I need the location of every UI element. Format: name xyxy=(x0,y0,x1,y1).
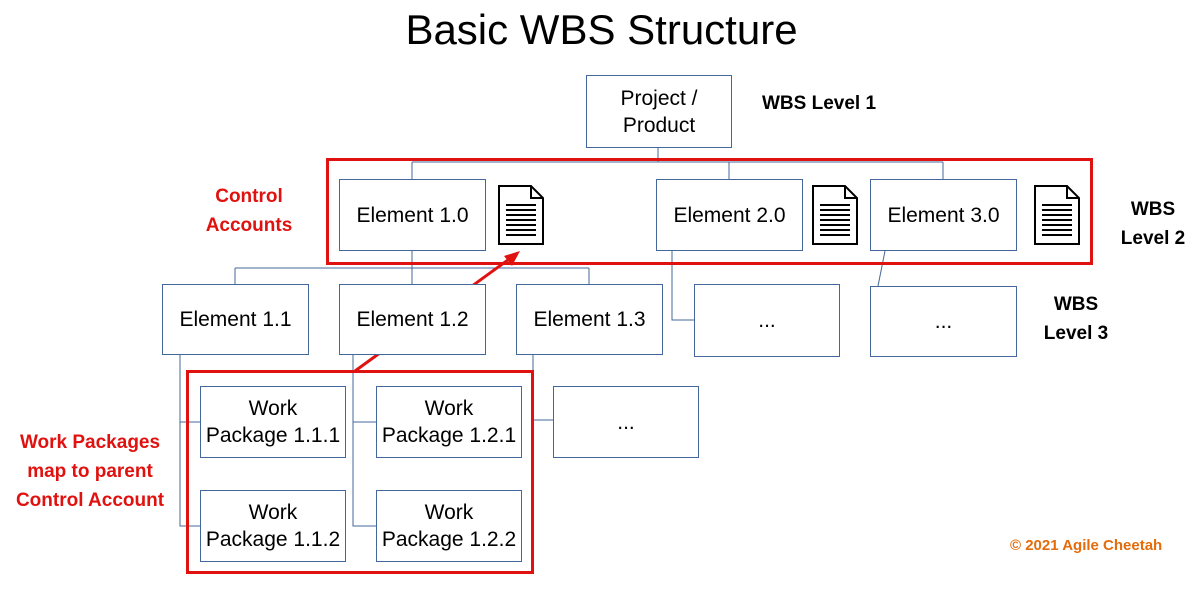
control-accounts-highlight xyxy=(326,158,1093,265)
node-element-2-x: ... xyxy=(694,284,840,357)
node-element-3-0: Element 3.0 xyxy=(870,179,1017,251)
copyright-label: © 2021 Agile Cheetah xyxy=(1010,537,1163,554)
node-work-package-1-2-1: Work Package 1.2.1 xyxy=(376,386,522,458)
node-work-package-1-2-2: Work Package 1.2.2 xyxy=(376,490,522,562)
node-element-1-2: Element 1.2 xyxy=(339,284,486,355)
work-packages-label: Work Packages map to parent Control Acco… xyxy=(15,432,165,511)
node-element-1-3: Element 1.3 xyxy=(516,284,663,355)
wbs-level-2-label: WBS Level 2 xyxy=(1120,199,1186,249)
node-element-1-1: Element 1.1 xyxy=(162,284,309,355)
work-packages-highlight xyxy=(186,370,534,574)
node-project: Project / Product xyxy=(586,75,732,148)
node-element-1-3-x: ... xyxy=(553,386,699,458)
control-accounts-label: Control Accounts xyxy=(205,186,293,236)
node-element-2-0: Element 2.0 xyxy=(656,179,803,251)
document-icon xyxy=(1034,185,1080,245)
node-work-package-1-1-2: Work Package 1.1.2 xyxy=(200,490,346,562)
wbs-level-3-label: WBS Level 3 xyxy=(1043,294,1109,344)
node-element-3-x: ... xyxy=(870,286,1017,357)
wbs-level-1-label: WBS Level 1 xyxy=(762,93,877,114)
document-icon xyxy=(812,185,858,245)
diagram-title: Basic WBS Structure xyxy=(405,6,798,53)
node-work-package-1-1-1: Work Package 1.1.1 xyxy=(200,386,346,458)
document-icon xyxy=(498,185,544,245)
node-element-1-0: Element 1.0 xyxy=(339,179,486,251)
